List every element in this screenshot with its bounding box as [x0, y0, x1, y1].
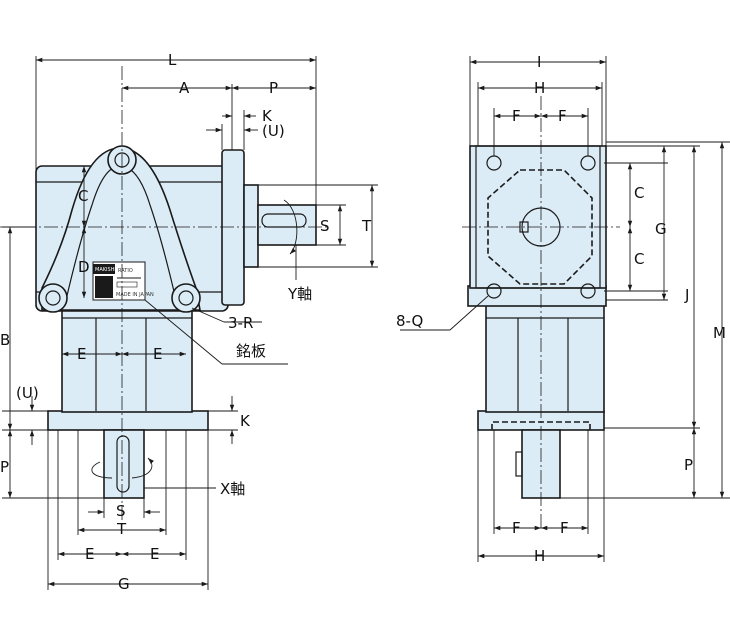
dim-C-side-lower: C — [634, 250, 644, 268]
dim-P-bottom: P — [0, 458, 9, 476]
dim-H-top: H — [534, 79, 545, 97]
dim-E-upper-right: E — [153, 345, 162, 363]
callout-nameplate: 銘板 — [236, 342, 266, 360]
dim-E-lower-left: E — [85, 545, 94, 563]
side-view — [462, 96, 620, 530]
y-flange-hub — [243, 184, 259, 268]
dim-C-front: C — [78, 187, 88, 205]
dim-B: B — [0, 331, 10, 349]
dim-E-lower-right: E — [150, 545, 159, 563]
hidden-octagon — [487, 169, 593, 285]
dim-F-top-left: F — [512, 107, 521, 125]
callout-3-R: 3-R — [228, 314, 253, 332]
front-view: MAKISHINKO RATIO MADE IN JAPAN — [0, 66, 330, 525]
dim-D: D — [78, 258, 90, 276]
dim-K-top: K — [262, 107, 273, 125]
y-shaft — [257, 204, 317, 246]
dim-F-top-right: F — [558, 107, 567, 125]
bolt-hole-3 — [486, 283, 502, 299]
dim-G-side: G — [655, 220, 667, 238]
side-column — [485, 304, 605, 413]
dim-P-top: P — [269, 79, 278, 97]
dim-M: M — [713, 324, 726, 342]
dim-K-bottom: K — [240, 412, 251, 430]
side-dimensions: I H F F C C G J M P — [396, 53, 730, 565]
dim-C-side-upper: C — [634, 184, 644, 202]
column-body — [61, 305, 193, 413]
dim-F-bottom-left: F — [512, 519, 521, 537]
dim-U-top: (U) — [262, 122, 285, 140]
dim-T-x: T — [116, 520, 127, 538]
dim-G-front: G — [118, 575, 130, 593]
dim-A: A — [179, 79, 190, 97]
right-boss — [171, 283, 201, 313]
nameplate: MAKISHINKO RATIO MADE IN JAPAN — [92, 261, 154, 301]
nameplate-ratio: RATIO — [118, 268, 133, 274]
label-y-shaft: Y軸 — [287, 285, 312, 303]
dim-S-y: S — [320, 217, 330, 235]
left-boss — [38, 283, 68, 313]
bolt-hole-4 — [580, 283, 596, 299]
nameplate-brand: MAKISHINKO — [95, 267, 127, 273]
label-x-shaft: X軸 — [220, 480, 245, 498]
base-flange — [47, 410, 209, 431]
dim-S-x: S — [116, 502, 126, 520]
dim-J: J — [684, 286, 689, 304]
dim-E-upper-left: E — [77, 345, 86, 363]
nameplate-made-in: MADE IN JAPAN — [116, 292, 154, 298]
x-shaft — [103, 429, 145, 499]
dim-I: I — [537, 53, 541, 71]
side-face — [469, 145, 607, 289]
front-dimensions: L A P K (U) C D S T — [0, 51, 378, 593]
dim-T-y: T — [361, 217, 372, 235]
dim-F-bottom-right: F — [560, 519, 569, 537]
dim-H-bottom: H — [534, 547, 545, 565]
dim-L: L — [168, 51, 177, 69]
dim-P-side: P — [684, 456, 693, 474]
dim-U-bottom: (U) — [16, 384, 39, 402]
callout-8-Q: 8-Q — [396, 312, 423, 330]
y-flange — [221, 149, 245, 306]
